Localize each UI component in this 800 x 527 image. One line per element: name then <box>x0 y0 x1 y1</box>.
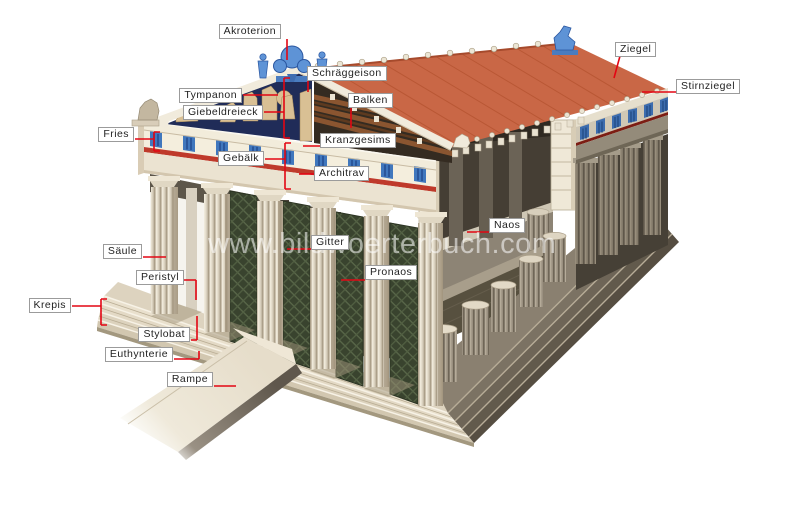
label-fries: Fries <box>98 127 134 142</box>
flank-columns <box>573 135 663 264</box>
column <box>361 205 393 387</box>
label-kranzgesims: Kranzgesims <box>320 133 396 148</box>
leader-peristyl <box>184 279 197 300</box>
label-akroterion: Akroterion <box>218 24 281 39</box>
leader-krepis <box>72 298 107 326</box>
label-gitter: Gitter <box>311 235 350 250</box>
leader-lines <box>72 39 676 387</box>
column <box>415 212 447 406</box>
label-rampe: Rampe <box>166 372 213 387</box>
front-columns <box>148 176 447 406</box>
unfinished-column-stubs <box>428 232 567 382</box>
label-krepis: Krepis <box>28 298 71 313</box>
label-saeule: Säule <box>102 244 142 259</box>
label-tympanon: Tympanon <box>179 88 242 103</box>
lattice-screens <box>229 190 419 405</box>
ridge-antefixes <box>314 40 542 70</box>
corner-statue-left <box>131 98 160 127</box>
ramp <box>120 328 302 460</box>
label-gebaelk: Gebälk <box>218 151 264 166</box>
flank-triglyphs <box>580 97 668 140</box>
label-stirnziegel: Stirnziegel <box>676 79 740 94</box>
label-peristyl: Peristyl <box>135 270 184 285</box>
leader-euthynterie <box>174 351 200 360</box>
column <box>307 197 339 369</box>
leader-giebeldreieck <box>264 77 290 139</box>
leader-gebaelk <box>265 142 291 190</box>
cutaway-quoin-right <box>550 119 577 211</box>
label-stylobat: Stylobat <box>138 327 190 342</box>
label-naos: Naos <box>489 218 526 233</box>
raking-cornice-right <box>297 65 454 151</box>
architrave-band <box>144 152 436 213</box>
label-ziegel: Ziegel <box>615 42 657 57</box>
label-balken: Balken <box>348 93 393 108</box>
rafter-blocks <box>451 116 585 158</box>
flank-entablature <box>576 88 668 164</box>
roof-pegasus-statue <box>452 133 471 149</box>
label-architrav: Architrav <box>314 166 370 181</box>
raking-dentils <box>330 94 422 144</box>
leader-ziegel <box>613 55 621 79</box>
label-giebeldreieck: Giebeldreieck <box>182 105 263 120</box>
ridge-end-acroterion <box>552 25 578 55</box>
column <box>201 183 233 332</box>
roof <box>299 40 666 158</box>
eave-antefixes <box>459 88 660 146</box>
label-schraeggeison: Schräggeison <box>307 66 387 81</box>
label-euthynterie: Euthynterie <box>104 347 173 362</box>
geison-cornice <box>144 121 436 170</box>
leader-stylobat <box>191 316 198 341</box>
column <box>148 176 180 314</box>
column <box>254 190 286 350</box>
label-pronaos: Pronaos <box>365 265 418 280</box>
leader-fries <box>135 131 160 152</box>
